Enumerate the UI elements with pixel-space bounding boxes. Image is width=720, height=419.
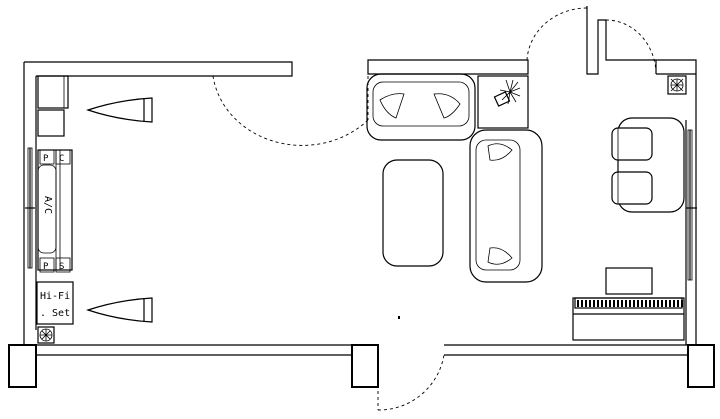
- piano-key: [577, 300, 579, 307]
- piano-key: [597, 300, 599, 307]
- chair-bottom: [611, 171, 653, 205]
- sofa-small: [366, 73, 476, 141]
- wall-top-right: [586, 6, 697, 75]
- piano-key: [621, 300, 623, 307]
- piano-key: [681, 300, 683, 307]
- walls: [8, 6, 715, 388]
- piano-key: [649, 300, 651, 307]
- piano-key: [661, 300, 663, 307]
- piano-key: [657, 300, 659, 307]
- column-bottom-middle: [351, 344, 379, 388]
- plant-icon: [477, 75, 529, 129]
- piano-key: [665, 300, 667, 307]
- cabinet-label-c-top: C: [59, 154, 64, 164]
- piano-key: [629, 300, 631, 307]
- door-swing-top: [212, 75, 369, 146]
- right-room-furniture: [572, 75, 687, 341]
- piano-key: [625, 300, 627, 307]
- wall-bottom-right: [444, 344, 690, 356]
- piano-key: [601, 300, 603, 307]
- hifi-set: [36, 281, 74, 325]
- piano-key: [609, 300, 611, 307]
- piano-key: [581, 300, 583, 307]
- piano-key: [585, 300, 587, 307]
- door-swing-right: [526, 7, 588, 61]
- piano-key: [593, 300, 595, 307]
- cabinet-label-s-bottom: S: [59, 262, 64, 272]
- cabinet-mid-box: [37, 109, 65, 137]
- wall-left: [23, 62, 37, 345]
- wall-right: [685, 74, 697, 345]
- sofa-large: [469, 129, 543, 283]
- piano-key: [673, 300, 675, 307]
- windows: [25, 129, 697, 281]
- cabinet-label-p-bottom: P: [43, 262, 49, 272]
- piano-key: [677, 300, 679, 307]
- cabinet-label-p-top: P: [43, 154, 49, 164]
- piano-key: [653, 300, 655, 307]
- piano-key: [605, 300, 607, 307]
- floor-marker: [398, 316, 400, 319]
- piano-key: [637, 300, 639, 307]
- sofa-set: [366, 73, 543, 283]
- column-bottom-left: [8, 344, 37, 388]
- speaker-top: [86, 97, 153, 123]
- cabinet-top-box: [37, 75, 69, 109]
- dining-table: [617, 117, 685, 213]
- piano-key: [641, 300, 643, 307]
- chair-top: [611, 127, 653, 161]
- ac-label: A/C: [42, 196, 53, 214]
- door-swing-bottom: [377, 354, 445, 411]
- piano-key: [589, 300, 591, 307]
- wall-bottom-left: [36, 344, 352, 356]
- wall-cabinet: A/C P C P S Hi-Fi . Set: [36, 75, 74, 344]
- piano-key: [669, 300, 671, 307]
- hifi-label-line1: Hi-Fi: [40, 291, 70, 302]
- wall-top-left: [24, 61, 293, 77]
- speaker-bottom: [86, 297, 153, 323]
- fan-icon-top-right: [667, 75, 687, 95]
- wall-top-middle: [367, 59, 529, 75]
- keyboard-piano: [572, 297, 685, 341]
- column-bottom-right: [687, 344, 715, 388]
- fan-icon: [37, 326, 55, 344]
- side-box: [605, 267, 653, 295]
- piano-key: [645, 300, 647, 307]
- piano-key: [617, 300, 619, 307]
- hifi-label-line2: . Set: [40, 308, 70, 319]
- speakers: [86, 97, 153, 323]
- piano-key: [633, 300, 635, 307]
- piano-key: [613, 300, 615, 307]
- door-swings: [212, 7, 657, 411]
- coffee-table: [382, 159, 444, 267]
